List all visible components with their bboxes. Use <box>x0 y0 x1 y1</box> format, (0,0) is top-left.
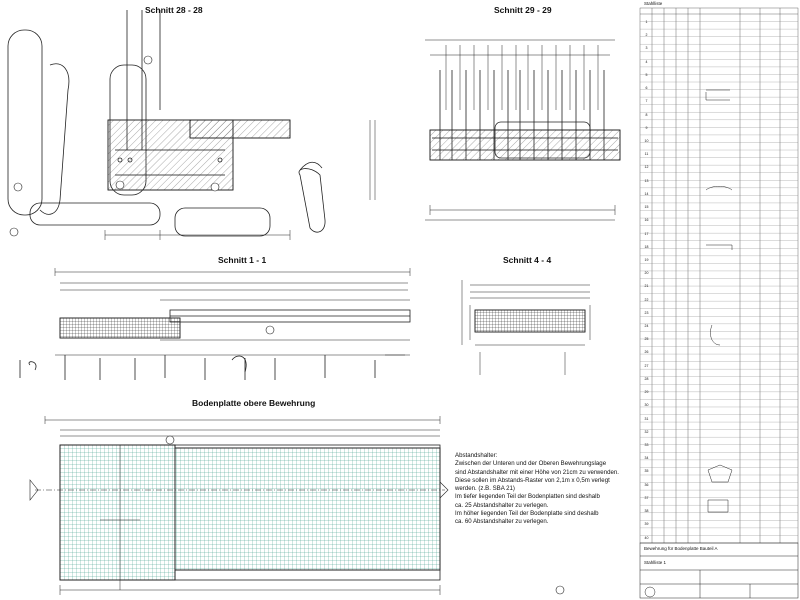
schedule-position: 38 <box>644 509 649 514</box>
schnitt-29-title: Schnitt 29 - 29 <box>494 5 552 15</box>
schedule-position: 14 <box>644 191 649 196</box>
schedule-position: 23 <box>644 310 649 315</box>
schedule-position: 18 <box>644 244 649 249</box>
schnitt-29-drawing <box>425 39 621 221</box>
schedule-position: 30 <box>644 403 649 408</box>
note-line: Im höher liegenden Teil der Bodenplatte … <box>455 510 599 518</box>
schnitt-28-title: Schnitt 28 - 28 <box>145 5 203 15</box>
schnitt-1-title: Schnitt 1 - 1 <box>218 255 267 265</box>
schedule-position: 10 <box>644 138 649 143</box>
schedule-position: 37 <box>644 495 649 500</box>
schedule-position: 31 <box>644 416 649 421</box>
schedule-position: 29 <box>644 390 649 395</box>
schedule-position: 1 <box>645 20 648 24</box>
schedule-position: 33 <box>644 443 649 447</box>
schedule-header: Stahlliste <box>644 1 663 6</box>
schedule-position: 12 <box>644 165 649 170</box>
bodenplatte-title: Bodenplatte obere Bewehrung <box>192 398 316 408</box>
schedule-position: 20 <box>644 271 649 276</box>
schedule-position: 25 <box>644 337 649 342</box>
title-block-frame <box>639 542 799 599</box>
schedule-table <box>639 7 799 544</box>
schedule-position: 7 <box>645 99 648 104</box>
schedule-position: 11 <box>644 152 649 157</box>
note-line: ca. 25 Abstandshalter zu verlegen. <box>455 501 549 509</box>
schedule-position: 3 <box>645 46 648 51</box>
note-line: Zwischen der Unteren und der Oberen Bewe… <box>455 460 607 468</box>
note-line: ca. 60 Abstandshalter zu verlegen. <box>455 518 549 526</box>
schedule-position: 21 <box>644 284 649 289</box>
schedule-position: 39 <box>644 522 649 527</box>
schedule-position: 40 <box>644 535 649 540</box>
markers <box>9 55 565 595</box>
schedule-position: 32 <box>644 429 649 434</box>
schedule-position: 16 <box>644 218 649 223</box>
schedule-shapes <box>705 89 733 513</box>
schedule-position: 2 <box>645 33 648 38</box>
schedule-position: 36 <box>644 482 649 487</box>
note-line: werden. (z.B. SBA 21) <box>455 485 515 493</box>
schedule-position: 27 <box>644 363 649 368</box>
bodenplatte-plan <box>29 416 449 595</box>
note-line: sind Abstandshalter mit einer Höhe von 2… <box>455 468 619 476</box>
schnitt-1-drawing <box>19 268 411 380</box>
schedule-position: 4 <box>645 59 648 64</box>
schnitt-4-drawing <box>461 280 591 375</box>
note-heading: Abstandshalter: <box>455 452 498 459</box>
schedule-position: 22 <box>644 297 649 302</box>
schedule-position: 6 <box>645 86 648 91</box>
title-block-line2: Stahlliste 1 <box>644 560 667 565</box>
title-block-line1: Bewehrung für Bodenplatte Bauteil A <box>644 546 718 551</box>
schedule-position: 34 <box>644 456 649 461</box>
note-line: Diese sollen im Abstands-Raster von 2,1m… <box>455 476 610 484</box>
note-line: Im tiefer liegenden Teil der Bodenplatte… <box>455 493 600 501</box>
schedule-position: 5 <box>645 72 648 77</box>
schedule-position: 8 <box>645 112 648 117</box>
schedule-position: 28 <box>644 376 649 381</box>
schedule-position: 13 <box>644 178 649 183</box>
schedule-position: 9 <box>645 125 648 130</box>
abstandshalter-note: Abstandshalter: Zwischen der Unteren und… <box>455 452 637 527</box>
schnitt-4-title: Schnitt 4 - 4 <box>503 255 552 265</box>
schedule-position: 35 <box>644 469 649 474</box>
schedule-position: 24 <box>644 324 649 329</box>
schedule-rows <box>640 21 798 536</box>
schnitt-28-drawing <box>7 10 376 240</box>
schedule-position: 26 <box>644 350 649 355</box>
schedule-position: 17 <box>644 231 649 236</box>
schedule-position: 15 <box>644 205 649 210</box>
schedule-position: 19 <box>644 257 649 262</box>
